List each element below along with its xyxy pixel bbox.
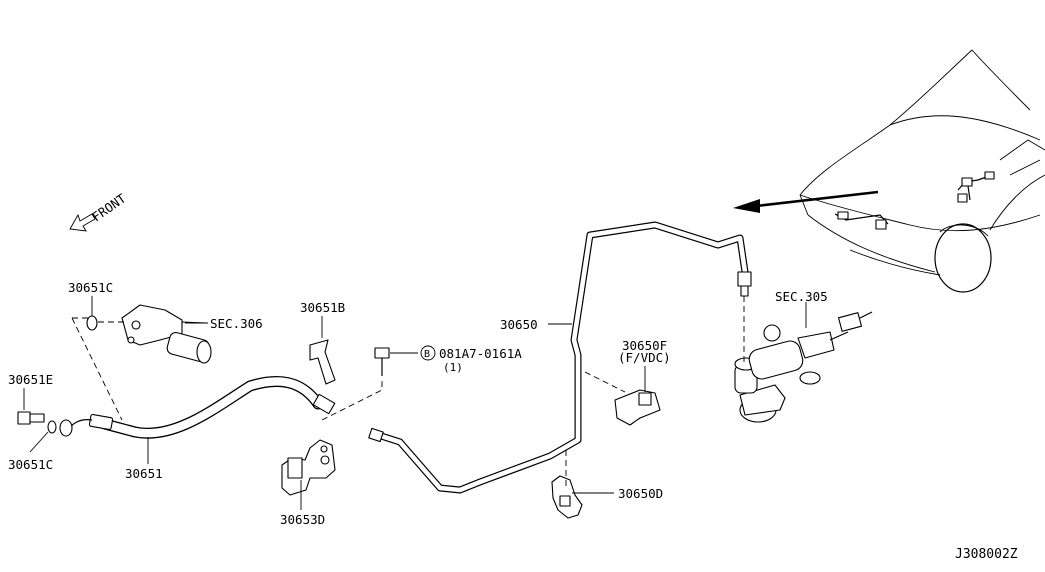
- label-30650d: 30650D: [618, 486, 663, 501]
- label-30650: 30650: [500, 317, 538, 332]
- bolt-callout-circle: [420, 345, 436, 361]
- bracket-30653d: [281, 439, 336, 496]
- bolt-081a7: [374, 347, 390, 376]
- part-labels: 30651C 30651E 30651C SEC.306 30651B 3065…: [8, 280, 1018, 562]
- front-label: FRONT: [89, 190, 129, 224]
- label-30650f: 30650F: [622, 338, 667, 353]
- label-30650f-note: (F/VDC): [618, 350, 671, 365]
- front-direction-indicator: FRONT: [69, 190, 129, 232]
- label-30653d: 30653D: [280, 512, 325, 527]
- clutch-tube-30650: [368, 221, 752, 494]
- clip-30651b: [309, 339, 336, 385]
- master-cylinder: [734, 311, 873, 423]
- eye-bolt-assembly: [17, 315, 98, 437]
- label-bolt-qty: (1): [443, 361, 463, 374]
- bracket-30650f: [614, 389, 661, 426]
- leader-lines: [23, 296, 807, 510]
- label-bolt-081a7: 081A7-0161A: [439, 346, 522, 361]
- label-30651c-top: 30651C: [68, 280, 113, 295]
- location-arrow-icon: [755, 190, 879, 208]
- diagram-code: J308002Z: [955, 547, 1018, 562]
- clutch-hose-30651: [67, 375, 336, 439]
- label-30651b: 30651B: [300, 300, 345, 315]
- label-30651e: 30651E: [8, 372, 53, 387]
- bolt-circle-letter: B: [424, 349, 430, 360]
- label-sec305: SEC.305: [775, 289, 828, 304]
- label-30651: 30651: [125, 466, 163, 481]
- clip-30650d: [551, 475, 583, 519]
- label-sec306: SEC.306: [210, 316, 263, 331]
- operating-cylinder: [121, 304, 212, 364]
- front-arrow-icon: [69, 213, 96, 232]
- vehicle-sketch: [733, 49, 1045, 293]
- relation-lines: [71, 296, 745, 486]
- label-30651c-bottom: 30651C: [8, 457, 53, 472]
